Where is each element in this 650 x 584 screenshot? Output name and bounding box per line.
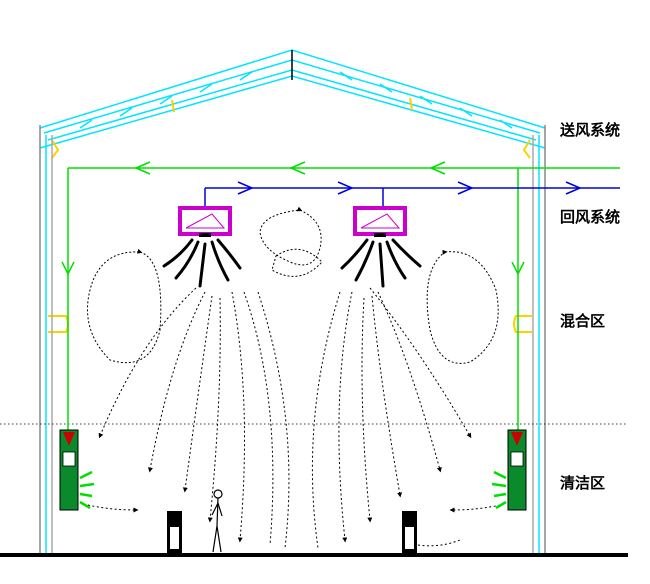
- roof-truss: [39, 49, 546, 149]
- diffuser-jets: [162, 238, 422, 288]
- return-duct: [204, 181, 620, 208]
- supply-duct: [61, 161, 620, 430]
- walls: [39, 125, 546, 556]
- mixing-zone-label: 混合区: [560, 312, 606, 330]
- clean-zone-label: 清洁区: [560, 474, 606, 492]
- ceiling-air-handler-icon: [353, 206, 407, 237]
- floor-cabinet-icon: [167, 511, 182, 553]
- airflow-loops: [87, 210, 499, 364]
- yellow-markers: [48, 97, 532, 333]
- supply-system-label: 送风系统: [560, 121, 621, 139]
- return-system-label: 回风系统: [560, 208, 621, 226]
- airflow-streamlines: [87, 287, 501, 549]
- wall-air-outlet-icon: [491, 429, 527, 511]
- ceiling-air-handler-icon: [178, 206, 232, 237]
- wall-air-outlet-icon: [59, 429, 95, 511]
- floor-cabinet-icon: [402, 511, 417, 553]
- person-icon: [211, 489, 223, 553]
